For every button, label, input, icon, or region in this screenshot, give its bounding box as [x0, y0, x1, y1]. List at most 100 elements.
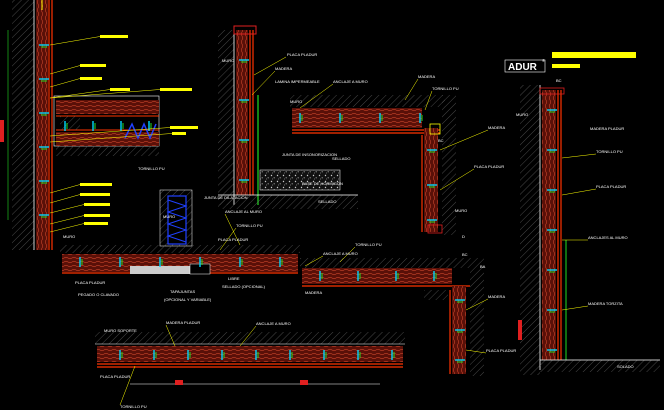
leader-line	[49, 223, 85, 233]
leader-line	[49, 204, 85, 214]
label-madera-pladur-2: MADERA PLADUR	[166, 320, 200, 325]
brand-mark: ®	[542, 58, 545, 63]
leader-line	[253, 56, 287, 76]
leader-line	[119, 365, 136, 406]
label-madera-5: MADERA	[305, 290, 322, 295]
leader-line	[165, 324, 176, 347]
detail-center-wall	[218, 25, 358, 209]
label-tapajuntas: TAPAJUNTAS	[170, 289, 195, 294]
leader-line	[49, 36, 101, 46]
labels-layer: PLACA PLADUR MADERA LAMINA IMPERMEABLE A…	[63, 52, 634, 409]
label-muro-5: MURO	[63, 234, 75, 239]
label-tornillo-pu-3: TORNILLO PU	[236, 223, 263, 228]
brand-block: ADUR ®	[504, 52, 636, 73]
leader-line	[49, 184, 81, 194]
leader-line	[49, 78, 81, 88]
label-pegado-clavado: PEGADO O CLAVADO	[78, 292, 119, 297]
brand-name: ADUR	[508, 62, 538, 73]
brand-bar-1	[552, 52, 636, 58]
label-anclajes-al-muro: ANCLAJES AL MURO	[588, 235, 628, 240]
brand-bar-2	[552, 64, 580, 68]
leader-line	[219, 227, 237, 251]
label-tornillo-pu-2: TORNILLO PU	[596, 149, 623, 154]
label-base-hormigon: BASE DE HORMIGON	[302, 181, 343, 186]
label-box	[80, 64, 106, 67]
detail-corner-bottom	[300, 258, 484, 376]
label-tornillo-pu-5: TORNILLO PU	[120, 404, 147, 409]
label-box	[172, 132, 186, 135]
leader-line	[404, 78, 419, 101]
leader-line	[561, 305, 589, 311]
label-sellado-2: SELLADO	[318, 199, 336, 204]
label-anclaje-a-muro-3: ANCLAJE A MURO	[256, 321, 291, 326]
label-lamina-impermeable: LAMINA IMPERMEABLE	[275, 79, 320, 84]
label-placa-pladur-5: PLACA PLADUR	[486, 348, 516, 353]
leader-line	[49, 89, 161, 99]
label-libre: LIBRE	[228, 276, 240, 281]
label-muro-3: MURO	[455, 208, 467, 213]
leader-line	[299, 83, 334, 109]
label-madera-3: MADERA	[488, 125, 505, 130]
leader-line	[465, 349, 487, 354]
label-box	[80, 183, 112, 186]
label-placa-pladur-3: PLACA PLADUR	[596, 184, 626, 189]
leader-line	[561, 188, 597, 196]
label-box	[80, 193, 110, 196]
label-muro-2: MURO	[290, 99, 302, 104]
leader-line	[224, 213, 241, 246]
leader-line	[561, 153, 597, 159]
label-anclaje-a-muro-2: ANCLAJE A MURO	[323, 251, 358, 256]
label-placa-pladur-6: PLACA PLADUR	[218, 237, 248, 242]
label-muro-4: MURO	[516, 112, 528, 117]
leader-line	[49, 89, 111, 99]
label-box	[84, 214, 110, 217]
label-placa-pladur-4: PLACA PLADUR	[75, 280, 105, 285]
label-anclaje-al-muro: ANCLAJE AL MURO	[225, 209, 262, 214]
label-box	[84, 203, 110, 206]
leader-line	[49, 194, 81, 204]
leader-line	[304, 255, 324, 267]
detail-floor-joint	[60, 189, 300, 275]
label-madera-4: MADERA	[488, 294, 505, 299]
label-placa-pladur-7: PLACA PLADUR	[100, 374, 130, 379]
label-placa-pladur-2: PLACA PLADUR	[474, 164, 504, 169]
label-box	[160, 88, 192, 91]
leader-line	[239, 325, 257, 347]
label-box	[110, 88, 130, 91]
label-box	[80, 77, 102, 80]
label-tornillo-pu-1: TORNILLO PU	[432, 86, 459, 91]
label-tapajuntas-sub: (OPCIONAL Y VARIABLE)	[164, 297, 212, 302]
label-madera-1: MADERA	[275, 66, 292, 71]
label-muro-6: MURO	[163, 214, 175, 219]
leader-line	[49, 127, 171, 137]
label-muro-1: MURO	[222, 58, 234, 63]
label-placa-pladur-1: PLACA PLADUR	[287, 52, 317, 57]
dim-bc-1: BC	[438, 138, 444, 143]
label-junta-insonorizacion: JUNTA DE INSONORIZACION	[282, 152, 337, 157]
label-box	[84, 222, 108, 225]
dim-d: D	[462, 234, 465, 239]
leader-line	[439, 168, 475, 191]
label-madera-torzita: MADERA TORZITA	[588, 301, 623, 306]
leader-line	[49, 215, 85, 225]
leader-line	[424, 90, 433, 111]
dim-bc-2: BC	[462, 252, 468, 257]
leader-line	[439, 129, 489, 151]
dim-ba: BA	[480, 264, 486, 269]
label-tornillo-pu-6: TORNILLO PU	[138, 166, 165, 171]
detail-right-wall	[518, 85, 660, 375]
dim-bc-3: BC	[556, 78, 562, 83]
label-madera-2: MADERA	[418, 74, 435, 79]
label-sellado-1: SELLADO	[332, 156, 350, 161]
label-solado: SOLADO	[617, 364, 634, 369]
label-junta-dilatacion: JUNTA DE DILATACION	[204, 195, 248, 200]
leader-line	[251, 70, 276, 96]
label-box	[170, 126, 198, 129]
leader-line	[49, 65, 81, 75]
label-madera-placa-1: MADERA PLADUR	[590, 126, 624, 131]
detail-corner-top	[290, 95, 456, 235]
label-anclaje-a-muro-1: ANCLAJE A MURO	[333, 79, 368, 84]
leader-line	[465, 298, 489, 311]
leader-line	[339, 246, 356, 263]
